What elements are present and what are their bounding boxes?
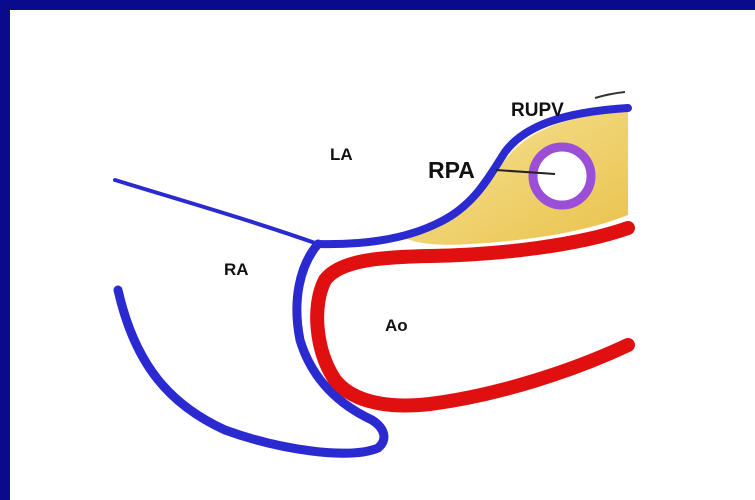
rpa-vessel-ring (533, 147, 591, 205)
rupv-outer-wall (595, 92, 625, 98)
label-rpa: RPA (428, 157, 475, 183)
label-ao: Ao (385, 316, 408, 335)
label-la: LA (330, 145, 353, 164)
atrial-septum-line (115, 180, 318, 244)
aorta-wall (317, 228, 628, 405)
label-ra: RA (224, 260, 249, 279)
right-atrium-wall (118, 244, 384, 453)
label-rupv: RUPV (511, 100, 564, 121)
